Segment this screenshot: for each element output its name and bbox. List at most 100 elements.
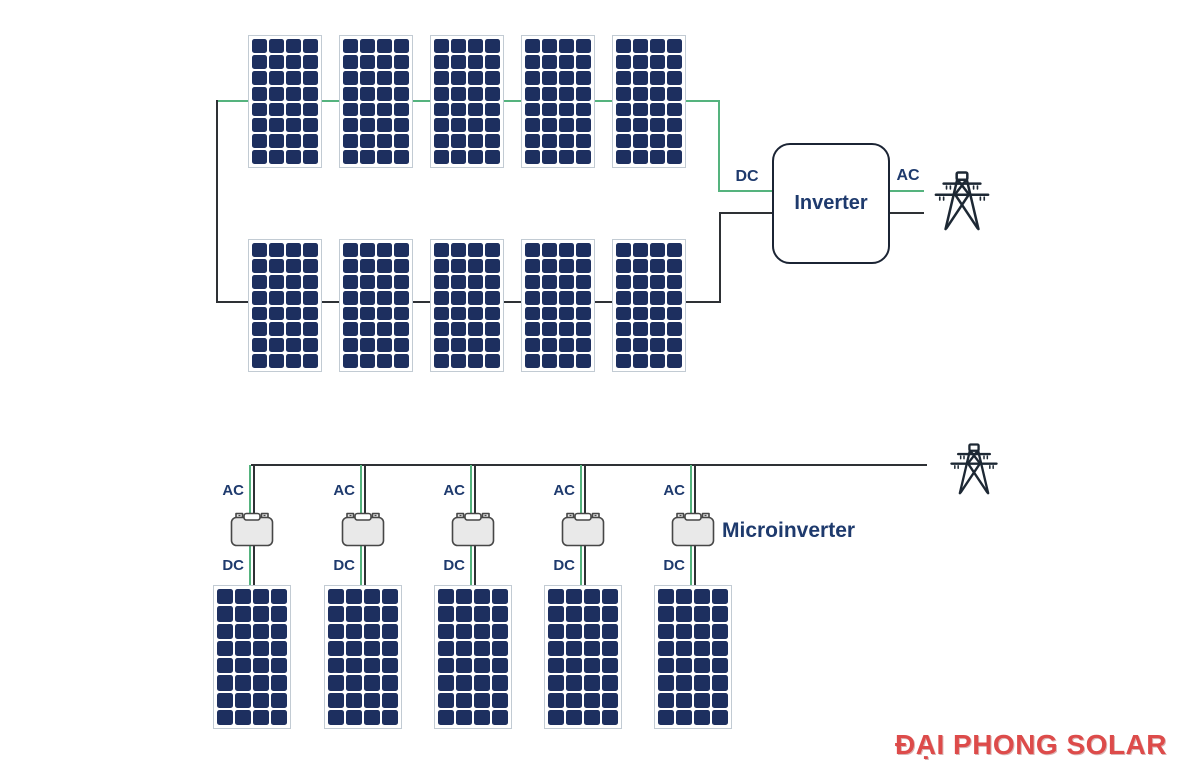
dc-string-wire-negative-to-inverter <box>719 212 774 214</box>
panel-cell <box>271 606 287 622</box>
panel-cell <box>346 606 362 622</box>
panel-cell <box>269 290 284 305</box>
panel-cell <box>438 589 454 605</box>
panel-cell <box>676 658 692 674</box>
panel-cell <box>434 243 449 257</box>
panel-cell <box>658 589 674 605</box>
panel-cell <box>377 54 392 69</box>
panel-cell <box>468 86 483 101</box>
panel-cell <box>712 692 728 708</box>
panel-cell <box>584 658 600 674</box>
panel-cell <box>346 692 362 708</box>
solar-panel <box>339 35 413 168</box>
panel-cell <box>360 274 375 289</box>
panel-cells <box>616 39 682 164</box>
panel-cell <box>650 39 665 53</box>
panel-cell <box>451 306 466 321</box>
panel-cell <box>667 86 682 101</box>
panel-cell <box>650 243 665 257</box>
panel-cell <box>676 589 692 605</box>
panel-cell <box>616 243 631 257</box>
panel-cell <box>269 86 284 101</box>
panel-cell <box>377 70 392 85</box>
panel-cell <box>525 322 540 337</box>
panel-cell <box>252 274 267 289</box>
panel-cell <box>360 290 375 305</box>
panel-cell <box>650 102 665 117</box>
panel-cell <box>616 102 631 117</box>
panel-cell <box>650 290 665 305</box>
panel-cell <box>633 118 648 133</box>
panel-cell <box>364 692 380 708</box>
panel-cell <box>525 102 540 117</box>
panel-cell <box>542 86 557 101</box>
panel-cell <box>269 39 284 53</box>
panel-cell <box>658 640 674 656</box>
panel-cell <box>576 150 591 164</box>
panel-cell <box>438 692 454 708</box>
panel-cell <box>217 589 233 605</box>
panel-cell <box>382 658 398 674</box>
panel-cell <box>658 606 674 622</box>
solar-panel <box>544 585 622 729</box>
transmission-tower-icon <box>934 171 990 231</box>
panel-cell <box>271 640 287 656</box>
panel-cell <box>286 354 301 368</box>
panel-cell <box>658 709 674 725</box>
panel-cell <box>485 306 500 321</box>
panel-cell <box>217 658 233 674</box>
panel-cell <box>451 134 466 149</box>
panel-cell <box>253 709 269 725</box>
panel-cell <box>616 306 631 321</box>
panel-cell <box>542 338 557 353</box>
panel-cell <box>382 692 398 708</box>
panel-cell <box>360 306 375 321</box>
panel-cell <box>382 675 398 691</box>
micro-ac-label: AC <box>663 482 685 499</box>
panel-cell <box>559 354 574 368</box>
inverter-label: Inverter <box>794 192 868 214</box>
panel-cell <box>694 606 710 622</box>
panel-cell <box>566 692 582 708</box>
panel-cell <box>269 243 284 257</box>
panel-cell <box>303 274 318 289</box>
panel-cell <box>364 675 380 691</box>
panel-cell <box>343 243 358 257</box>
panel-cell <box>576 354 591 368</box>
panel-cell <box>217 640 233 656</box>
panel-cell <box>602 709 618 725</box>
panel-cell <box>343 338 358 353</box>
inverter-box: Inverter <box>772 143 890 264</box>
panel-cell <box>694 692 710 708</box>
panel-cell <box>434 54 449 69</box>
solar-panel <box>521 239 595 372</box>
panel-cell <box>434 354 449 368</box>
panel-cell <box>559 306 574 321</box>
panel-cell <box>394 39 409 53</box>
panel-cell <box>456 623 472 639</box>
panel-cell <box>303 86 318 101</box>
panel-cell <box>566 658 582 674</box>
panel-cell <box>633 274 648 289</box>
panel-cell <box>252 258 267 273</box>
panel-cell <box>394 118 409 133</box>
panel-cell <box>286 70 301 85</box>
panel-cell <box>548 623 564 639</box>
panel-cell <box>694 709 710 725</box>
panel-cell <box>328 606 344 622</box>
solar-panel <box>430 35 504 168</box>
panel-cell <box>492 709 508 725</box>
solar-panel <box>612 239 686 372</box>
panel-cells <box>438 589 508 725</box>
panel-cell <box>377 306 392 321</box>
panel-cell <box>667 338 682 353</box>
panel-cell <box>252 39 267 53</box>
panel-cell <box>650 274 665 289</box>
panel-cell <box>468 102 483 117</box>
panel-cell <box>667 243 682 257</box>
panel-cell <box>584 589 600 605</box>
panel-cell <box>286 290 301 305</box>
panel-cell <box>616 258 631 273</box>
panel-cell <box>633 70 648 85</box>
panel-cell <box>616 39 631 53</box>
